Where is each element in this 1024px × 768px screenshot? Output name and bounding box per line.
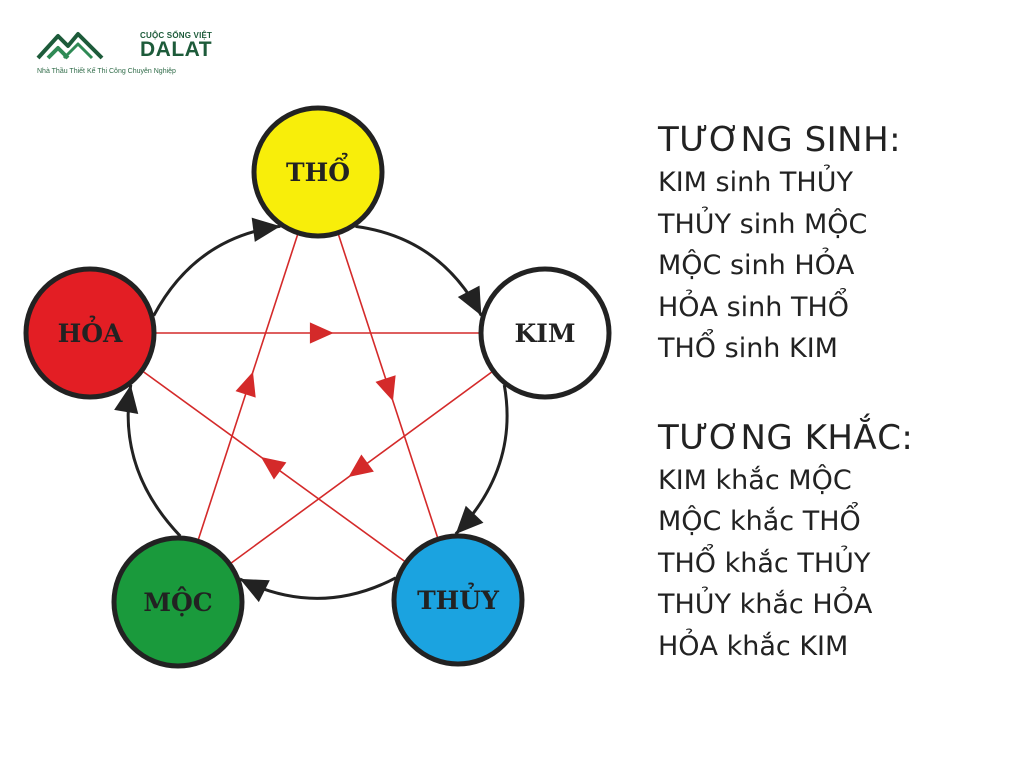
node-hoa-label: HỎA: [58, 316, 123, 348]
sinh-edge-hoa-tho: [152, 224, 281, 317]
tuong-khac-title: TƯƠNG KHẮC:: [658, 417, 914, 458]
khac-arrow-moc-tho: [235, 371, 256, 398]
node-kim-label: KIM: [514, 319, 575, 348]
sinh-item: THỦY sinh MỘC: [658, 208, 868, 240]
element-nodes: THỔ KIM THỦY MỘC HỎA: [23, 105, 612, 669]
sinh-edge-tho-kim: [355, 224, 483, 317]
sinh-arrow-moc-hoa: [114, 384, 139, 414]
node-thuy-label: THỦY: [417, 583, 500, 615]
node-tho: THỔ: [251, 105, 385, 239]
node-thuy-circle: [391, 533, 525, 667]
sinh-item: THỔ sinh KIM: [658, 333, 838, 364]
khac-arrow-kim-moc: [348, 454, 374, 478]
node-moc-circle: [111, 535, 245, 669]
five-elements-diagram: THỔ KIM THỦY MỘC HỎA: [23, 105, 612, 669]
sinh-edge-kim-thuy: [454, 384, 509, 536]
tuong-sinh-section: TƯƠNG SINH: KIM sinh THỦY THỦY sinh MỘC …: [658, 118, 998, 370]
sinh-arrow-kim-thuy: [455, 505, 484, 535]
node-thuy: THỦY: [391, 533, 525, 667]
tuong-khac-list: KIM khắc MỘC MỘC khắc THỔ THỔ khắc THỦY …: [658, 460, 998, 668]
node-kim-circle: [478, 266, 612, 400]
sinh-item: MỘC sinh HỎA: [658, 250, 855, 281]
sinh-item: KIM sinh THỦY: [658, 167, 853, 198]
khac-item: KIM khắc MỘC: [658, 464, 852, 496]
tuong-khac-section: TƯƠNG KHẮC: KIM khắc MỘC MỘC khắc THỔ TH…: [658, 416, 998, 668]
node-moc: MỘC: [111, 535, 245, 669]
sinh-arrow-thuy-moc: [239, 578, 270, 603]
node-moc-label: MỘC: [143, 587, 212, 617]
logo-brand: DALAT: [140, 38, 213, 61]
khac-arrow-tho-thuy: [375, 375, 396, 402]
logo-subtitle: Nhà Thầu Thiết Kế Thi Công Chuyên Nghiệp: [37, 68, 176, 75]
khac-arrow-thuy-hoa: [260, 457, 287, 480]
node-tho-label: THỔ: [286, 153, 350, 187]
node-kim: KIM: [478, 266, 612, 400]
sinh-arrow-hoa-tho: [251, 217, 281, 242]
khac-item: MỘC khắc THỔ: [658, 506, 861, 537]
tuong-sinh-list: KIM sinh THỦY THỦY sinh MỘC MỘC sinh HỎA…: [658, 162, 998, 370]
khac-item: THỦY khắc HỎA: [658, 589, 873, 620]
node-hoa-circle: [23, 266, 157, 400]
legend: TƯƠNG SINH: KIM sinh THỦY THỦY sinh MỘC …: [658, 118, 998, 667]
node-tho-circle: [251, 105, 385, 239]
house-mountain-logo-icon: [36, 32, 104, 60]
khac-item: THỔ khắc THỦY: [658, 547, 871, 579]
sinh-cycle-edges: [114, 217, 509, 603]
tuong-sinh-title: TƯƠNG SINH:: [658, 120, 902, 160]
sinh-item: HỎA sinh THỔ: [658, 291, 850, 323]
khac-item: HỎA khắc KIM: [658, 630, 849, 662]
node-hoa: HỎA: [23, 266, 157, 400]
sinh-arrow-tho-kim: [457, 285, 482, 316]
khac-arrow-hoa-kim: [309, 322, 334, 344]
logo-tagline: CUỘC SỐNG VIỆT: [140, 31, 213, 40]
dalat-logo: CUỘC SỐNG VIỆT DALAT Nhà Thầu Thiết Kế T…: [34, 28, 212, 80]
khac-star-edges: [142, 234, 493, 564]
